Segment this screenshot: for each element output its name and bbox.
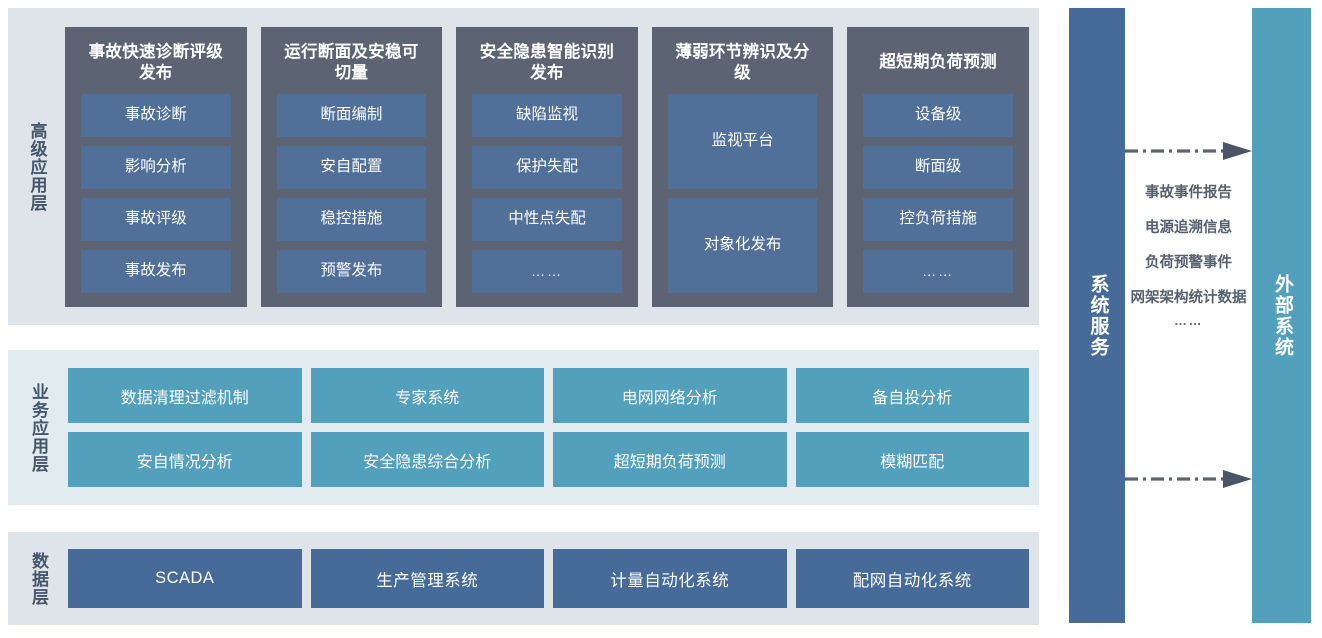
- layer-advanced-cards: 事故快速诊断评级发布 事故诊断 影响分析 事故评级 事故发布 运行断面及安稳可切…: [65, 8, 1039, 325]
- system-service-bar[interactable]: 系统服务: [1069, 8, 1125, 623]
- adv-item[interactable]: 事故诊断: [81, 94, 231, 137]
- adv-card-items: 缺陷监视 保护失配 中性点失配 ……: [472, 94, 622, 293]
- adv-card-items: 事故诊断 影响分析 事故评级 事故发布: [81, 94, 231, 293]
- adv-item[interactable]: 安自配置: [276, 146, 427, 189]
- data-source-item[interactable]: SCADA: [68, 549, 302, 608]
- adv-card-ultra-short-term-load[interactable]: 超短期负荷预测 设备级 断面级 控负荷措施 ……: [847, 27, 1029, 307]
- layer-business-application: 业务应用层 数据清理过滤机制 专家系统 电网网络分析 备自投分析 安自情况分析 …: [8, 350, 1039, 505]
- layer-advanced-application: 高级应用层 事故快速诊断评级发布 事故诊断 影响分析 事故评级 事故发布 运行断…: [8, 8, 1039, 325]
- business-item[interactable]: 超短期负荷预测: [553, 432, 787, 487]
- business-row: 数据清理过滤机制 专家系统 电网网络分析 备自投分析: [68, 368, 1029, 423]
- adv-item[interactable]: 中性点失配: [472, 198, 622, 241]
- adv-item[interactable]: 影响分析: [81, 146, 231, 189]
- layer-business-label: 业务应用层: [29, 382, 49, 473]
- business-item[interactable]: 备自投分析: [795, 368, 1029, 423]
- exchange-label: 电源追溯信息: [1145, 219, 1232, 236]
- business-row: 安自情况分析 安全隐患综合分析 超短期负荷预测 模糊匹配: [68, 432, 1029, 487]
- external-system-bar[interactable]: 外部系统: [1252, 8, 1311, 623]
- exchange-label: 负荷预警事件: [1145, 254, 1232, 271]
- adv-card-title: 薄弱环节辨识及分级: [675, 42, 810, 82]
- business-item[interactable]: 模糊匹配: [795, 432, 1029, 487]
- exchange-label: 网架架构统计数据: [1130, 289, 1247, 306]
- adv-card-title: 超短期负荷预测: [879, 53, 997, 72]
- adv-item[interactable]: 稳控措施: [276, 198, 427, 241]
- adv-card-title: 事故快速诊断评级发布: [88, 42, 223, 82]
- adv-item[interactable]: 事故评级: [81, 198, 231, 241]
- layer-data-items: SCADA 生产管理系统 计量自动化系统 配网自动化系统: [68, 532, 1039, 625]
- adv-item-more[interactable]: ……: [863, 250, 1013, 293]
- arrow-external-to-service-icon: [1125, 470, 1252, 488]
- layer-business-rows: 数据清理过滤机制 专家系统 电网网络分析 备自投分析 安自情况分析 安全隐患综合…: [68, 350, 1039, 505]
- adv-item[interactable]: 断面级: [863, 146, 1013, 189]
- exchange-label: 事故事件报告: [1145, 185, 1232, 201]
- layer-advanced-label: 高级应用层: [27, 121, 47, 212]
- adv-item[interactable]: 设备级: [863, 94, 1013, 137]
- adv-card-items: 监视平台 对象化发布: [667, 94, 818, 293]
- adv-card-operating-section[interactable]: 运行断面及安稳可切量 断面编制 安自配置 稳控措施 预警发布: [260, 27, 443, 307]
- adv-card-safety-hazard[interactable]: 安全隐患智能识别发布 缺陷监视 保护失配 中性点失配 ……: [456, 27, 638, 307]
- data-source-item[interactable]: 生产管理系统: [310, 549, 544, 608]
- adv-item-more[interactable]: ……: [472, 250, 622, 293]
- data-source-item[interactable]: 计量自动化系统: [553, 549, 787, 608]
- data-source-item[interactable]: 配网自动化系统: [795, 549, 1029, 608]
- business-item[interactable]: 电网网络分析: [553, 368, 787, 423]
- business-item[interactable]: 安全隐患综合分析: [310, 432, 544, 487]
- adv-card-weak-link[interactable]: 薄弱环节辨识及分级 监视平台 对象化发布: [651, 27, 834, 307]
- arrow-service-to-external-icon: [1125, 142, 1252, 160]
- adv-item[interactable]: 保护失配: [472, 146, 622, 189]
- adv-card-title: 运行断面及安稳可切量: [284, 42, 419, 82]
- adv-item[interactable]: 事故发布: [81, 250, 231, 293]
- adv-card-items: 断面编制 安自配置 稳控措施 预警发布: [276, 94, 427, 293]
- adv-item[interactable]: 缺陷监视: [472, 94, 622, 137]
- business-item[interactable]: 数据清理过滤机制: [68, 368, 302, 423]
- exchange-label-more: ……: [1174, 313, 1203, 329]
- layer-data: 数据层 SCADA 生产管理系统 计量自动化系统 配网自动化系统: [8, 532, 1039, 625]
- adv-item[interactable]: 对象化发布: [667, 198, 818, 293]
- adv-item[interactable]: 断面编制: [276, 94, 427, 137]
- business-item[interactable]: 专家系统: [310, 368, 544, 423]
- adv-card-accident-diagnosis[interactable]: 事故快速诊断评级发布 事故诊断 影响分析 事故评级 事故发布: [65, 27, 247, 307]
- adv-card-items: 设备级 断面级 控负荷措施 ……: [863, 94, 1013, 293]
- layer-data-label: 数据层: [29, 551, 49, 606]
- adv-card-title: 安全隐患智能识别发布: [479, 42, 615, 82]
- exchange-label-list: 事故事件报告 电源追溯信息 负荷预警事件 网架架构统计数据 ……: [1125, 180, 1252, 465]
- adv-item[interactable]: 预警发布: [276, 250, 427, 293]
- adv-item[interactable]: 控负荷措施: [863, 198, 1013, 241]
- adv-item[interactable]: 监视平台: [667, 94, 818, 189]
- business-item[interactable]: 安自情况分析: [68, 432, 302, 487]
